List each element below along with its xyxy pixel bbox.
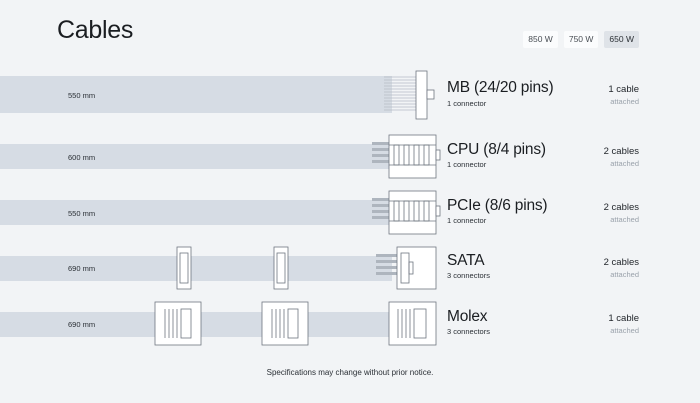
cpu-cable-strip <box>0 144 392 169</box>
cpu-cable-state: attached <box>610 159 639 168</box>
mb-cable-strip <box>0 76 392 113</box>
sata-connector-count: 3 connectors <box>447 271 490 280</box>
cpu-cable-length: 600 mm <box>68 153 96 162</box>
molex-cable-length: 690 mm <box>68 320 96 329</box>
sata-connector-name: SATA <box>447 252 485 269</box>
sata-end-connector-icon <box>376 246 437 290</box>
pcie-cable-length: 550 mm <box>68 209 96 218</box>
pcie-cable-state: attached <box>610 215 639 224</box>
page-title: Cables <box>57 16 134 44</box>
mb-connector-name: MB (24/20 pins) <box>447 79 554 96</box>
cpu-connector-name: CPU (8/4 pins) <box>447 141 546 158</box>
pcie-cable-count: 2 cables <box>603 202 639 213</box>
mb-cable-count: 1 cable <box>608 84 639 95</box>
cpu-connector-count: 1 connector <box>447 160 487 169</box>
molex-connector-name: Molex <box>447 308 488 325</box>
molex-connector-count: 3 connectors <box>447 327 490 336</box>
footer-disclaimer: Specifications may change without prior … <box>266 368 434 377</box>
wattage-850-button[interactable]: 850 W <box>523 31 558 48</box>
wattage-750-button[interactable]: 750 W <box>563 31 599 48</box>
pcie-connector-count: 1 connector <box>447 216 487 225</box>
sata-cable-state: attached <box>610 270 639 279</box>
mb-cable-state: attached <box>610 97 639 106</box>
sata-cable-length: 690 mm <box>68 264 96 273</box>
sata-cable-count: 2 cables <box>603 257 639 268</box>
pcie-connector-icon <box>372 190 441 235</box>
mb-connector-count: 1 connector <box>447 99 487 108</box>
sata-inline-connector-icon <box>176 246 289 290</box>
molex-end-connector-icon <box>388 301 437 346</box>
pcie-connector-name: PCIe (8/6 pins) <box>447 197 548 214</box>
molex-cable-state: attached <box>610 326 639 335</box>
molex-inline-connector-icon <box>154 301 309 346</box>
sata-cable-strip <box>0 256 392 281</box>
cpu-cable-count: 2 cables <box>603 146 639 157</box>
cpu-connector-icon <box>372 134 441 179</box>
wattage-selector: 850 W 750 W 650 W <box>523 31 639 48</box>
wattage-650-button[interactable]: 650 W <box>604 31 639 48</box>
molex-cable-count: 1 cable <box>608 313 639 324</box>
mb-connector-icon <box>384 70 435 120</box>
pcie-cable-strip <box>0 200 392 225</box>
mb-cable-length: 550 mm <box>68 91 96 100</box>
